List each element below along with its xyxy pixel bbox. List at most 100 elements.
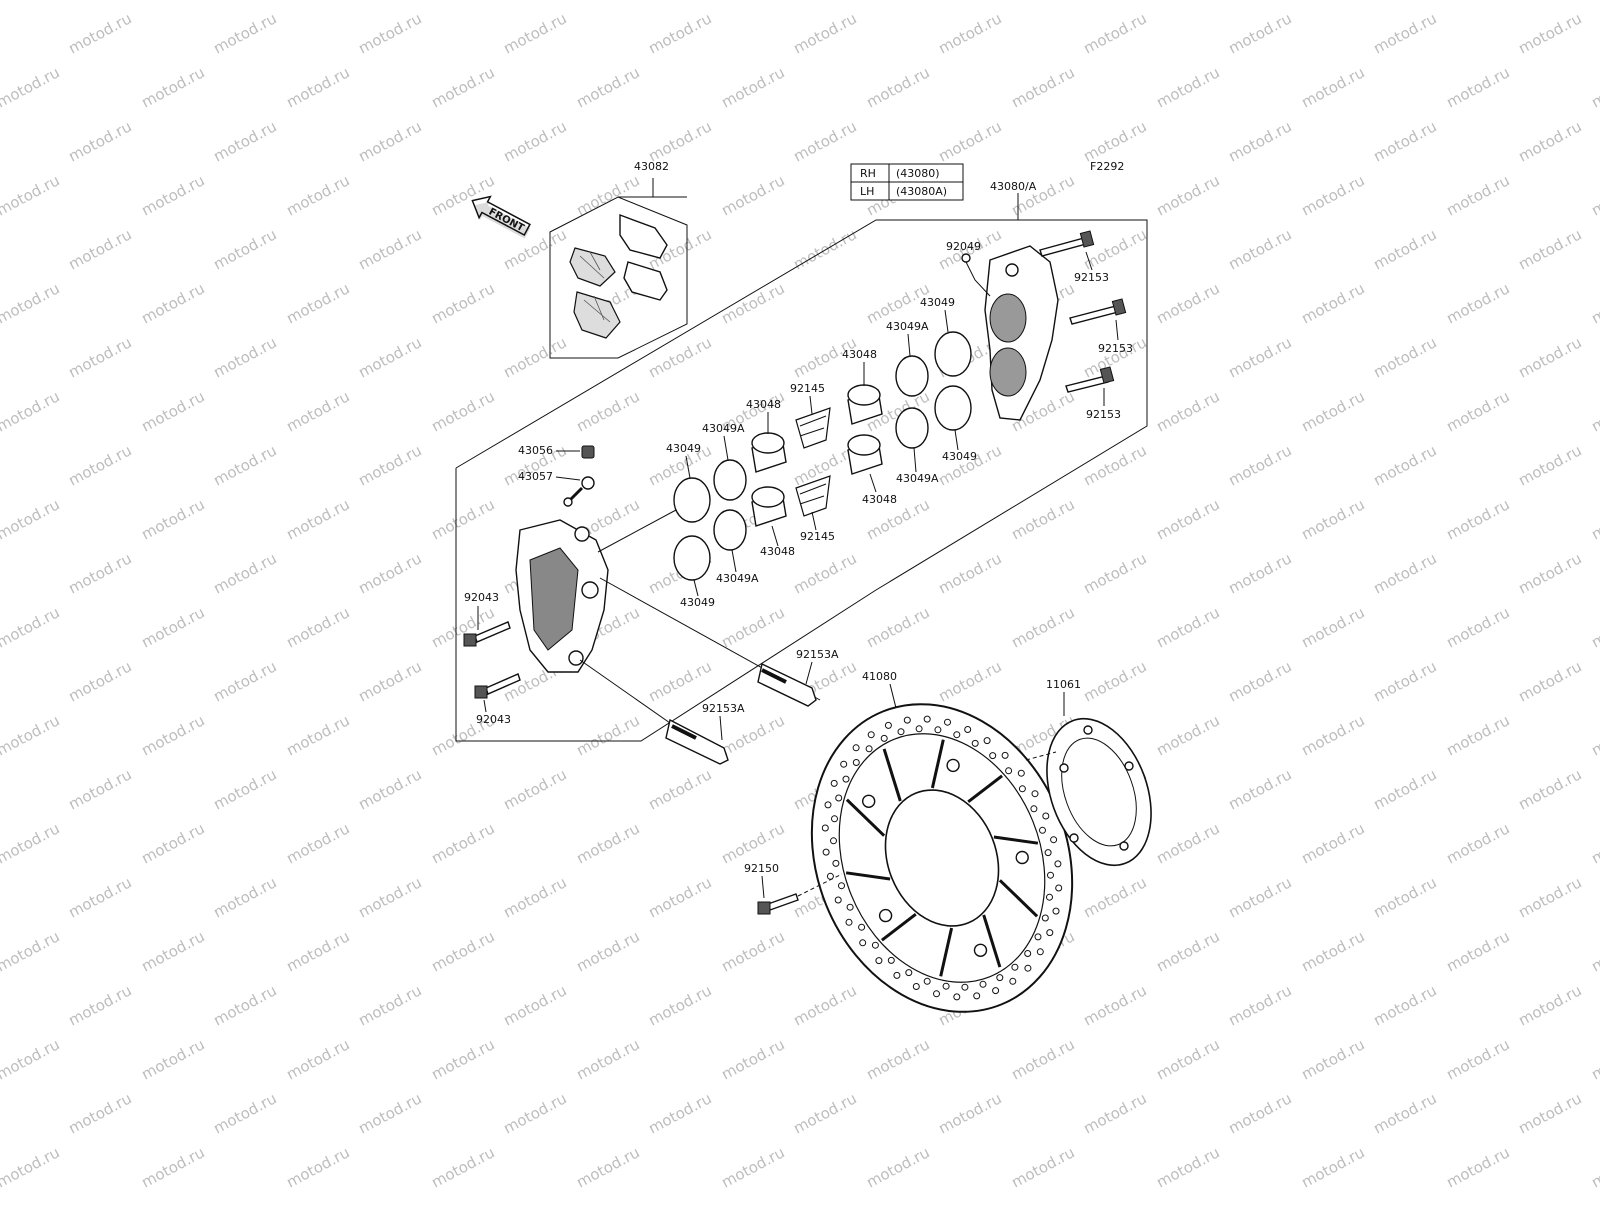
disc-hole (989, 752, 997, 760)
disc-hole (992, 987, 1000, 995)
watermark-text: motod.ru (1588, 1143, 1600, 1191)
disc-hole (1034, 933, 1042, 941)
watermark-text: motod.ru (138, 1143, 207, 1191)
label-92153-a: 92153 (1074, 271, 1109, 284)
watermark-text: motod.ru (935, 549, 1004, 597)
watermark-text: motod.ru (1298, 495, 1367, 543)
watermark-text: motod.ru (1515, 657, 1584, 705)
disc-hole (996, 974, 1004, 982)
watermark-text: motod.ru (1153, 387, 1222, 435)
disc-hole (1046, 929, 1054, 937)
watermark-text: motod.ru (1080, 333, 1149, 381)
disc-bolt-hole (878, 908, 893, 923)
watermark-text: motod.ru (138, 927, 207, 975)
disc-bolt-hole (1015, 850, 1029, 865)
disc-spoke (967, 774, 1004, 803)
disc-hole (875, 957, 883, 965)
disc-hole (865, 745, 873, 753)
watermark-text: motod.ru (790, 549, 859, 597)
watermark-text: motod.ru (573, 63, 642, 111)
watermark-text: motod.ru (1588, 711, 1600, 759)
disc-bolt-hole (946, 758, 960, 773)
disc-spoke (882, 748, 902, 802)
watermark-text: motod.ru (1443, 1035, 1512, 1083)
watermark-text: motod.ru (428, 0, 497, 4)
watermark-text: motod.ru (645, 765, 714, 813)
mounting-bolt-icon (1065, 366, 1115, 393)
watermark-text: motod.ru (500, 1089, 569, 1137)
disc-spoke (845, 871, 891, 881)
watermark-text: motod.ru (138, 0, 207, 4)
disc-spoke (998, 879, 1039, 918)
disc-hole (971, 739, 979, 747)
watermark-text: motod.ru (1225, 981, 1294, 1029)
watermark-text: motod.ru (500, 765, 569, 813)
watermark-text: motod.ru (573, 0, 642, 4)
disc-bolt-hole (862, 794, 876, 808)
label-41080: 41080 (862, 670, 897, 683)
watermark-text: motod.ru (935, 1089, 1004, 1137)
caliper-kit-outline: 43080/A (455, 180, 1148, 742)
disc-hole (964, 726, 972, 733)
watermark-text: motod.ru (1153, 1035, 1222, 1083)
disc-hole (831, 815, 838, 823)
disc-hole (1036, 948, 1044, 956)
disc-hole (1046, 893, 1053, 901)
label-92145-top: 92145 (790, 382, 825, 395)
disc-hole (871, 941, 879, 949)
watermark-text: motod.ru (863, 1143, 932, 1191)
piston-seal-icon (673, 477, 711, 523)
piston-seal-icon (934, 331, 972, 377)
watermark-text: motod.ru (573, 1035, 642, 1083)
label-43049A-rt2: 43049A (896, 472, 939, 485)
watermark-text: motod.ru (1008, 0, 1077, 4)
watermark-text: motod.ru (1588, 927, 1600, 975)
watermark-text: motod.ru (1443, 603, 1512, 651)
watermark-text: motod.ru (0, 603, 63, 651)
watermark-text: motod.ru (1008, 603, 1077, 651)
disc-hole (934, 726, 942, 734)
watermark-text: motod.ru (1370, 225, 1439, 273)
watermark-text: motod.ru (0, 927, 63, 975)
watermark-text: motod.ru (1515, 441, 1584, 489)
watermark-text: motod.ru (1298, 927, 1367, 975)
watermark-text: motod.ru (645, 9, 714, 57)
disc-hole (1005, 767, 1013, 775)
bleeder-cap-icon (581, 445, 595, 459)
watermark-text: motod.ru (283, 63, 352, 111)
watermark-text: motod.ru (500, 981, 569, 1029)
watermark-text: motod.ru (283, 927, 352, 975)
watermark-text: motod.ru (500, 9, 569, 57)
disc-hole (912, 983, 920, 990)
label-92153A-a: 92153A (796, 648, 839, 661)
watermark-text: motod.ru (1080, 9, 1149, 57)
label-43049A-rt1: 43049A (886, 320, 929, 333)
watermark-text: motod.ru (283, 603, 352, 651)
watermark-text: motod.ru (718, 603, 787, 651)
watermark-text: motod.ru (645, 117, 714, 165)
watermark-text: motod.ru (790, 117, 859, 165)
watermark-text: motod.ru (863, 1035, 932, 1083)
disc-hole (893, 971, 901, 979)
watermark-text: motod.ru (1370, 549, 1439, 597)
watermark-text: motod.ru (65, 9, 134, 57)
dust-seal-icon (895, 407, 929, 449)
watermark-text: motod.ru (1153, 0, 1222, 4)
label-43080A: 43080/A (990, 180, 1037, 193)
label-43049-m1: 43049 (666, 442, 701, 455)
watermark-text: motod.ru (428, 1035, 497, 1083)
watermark-text: motod.ru (1588, 387, 1600, 435)
watermark-text: motod.ru (573, 927, 642, 975)
caliper-outer-half-icon (984, 245, 1059, 421)
watermark-text: motod.ru (65, 117, 134, 165)
watermark-text: motod.ru (210, 225, 279, 273)
label-43049A-m1: 43049A (702, 422, 745, 435)
disc-shim-icon (1046, 717, 1152, 867)
watermark-text: motod.ru (718, 0, 787, 4)
dust-seal-icon (713, 459, 747, 501)
watermark-text: motod.ru (1225, 9, 1294, 57)
watermark-text: motod.ru (1298, 603, 1367, 651)
watermark-text: motod.ru (210, 549, 279, 597)
watermark-text: motod.ru (1225, 333, 1294, 381)
watermark-text: motod.ru (1443, 63, 1512, 111)
